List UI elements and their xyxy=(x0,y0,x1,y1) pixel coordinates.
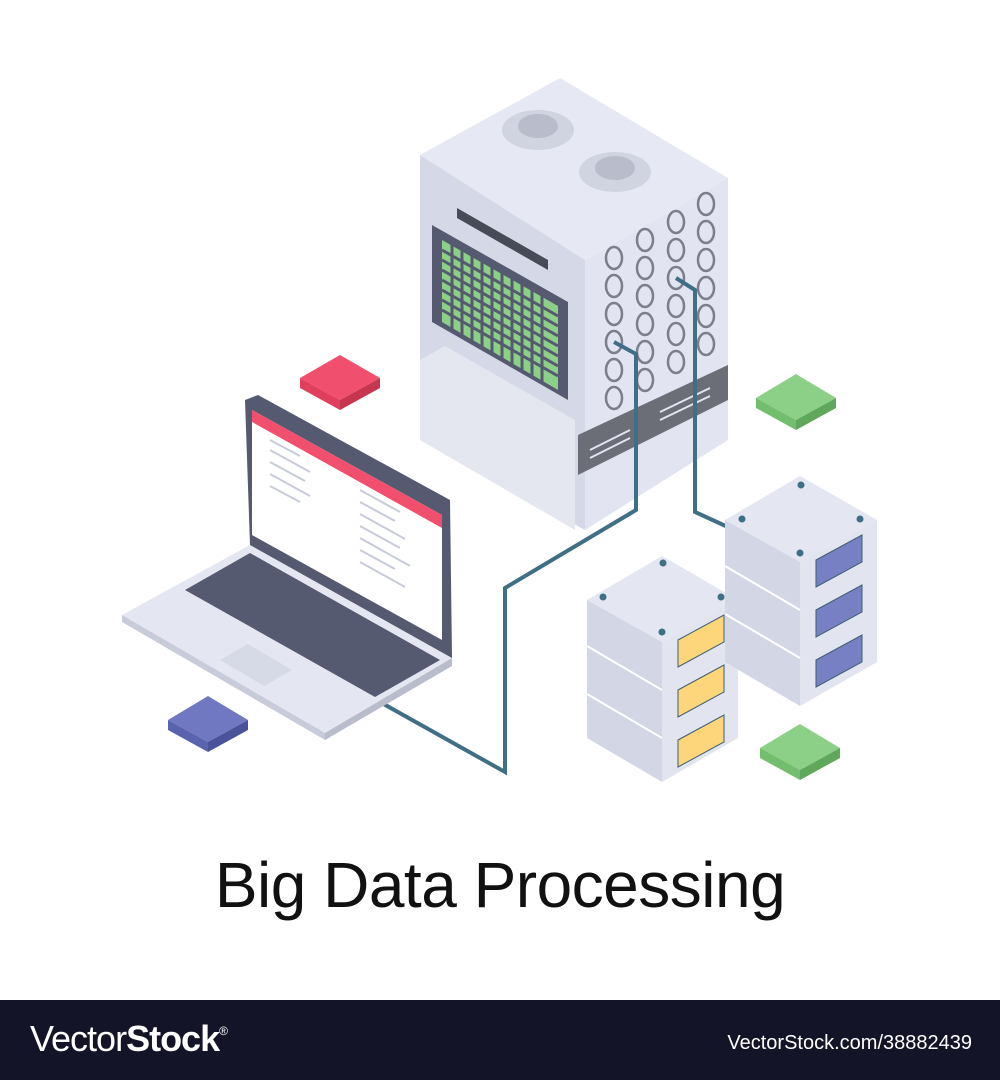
blue-tile-icon xyxy=(168,696,248,752)
laptop-icon xyxy=(122,395,452,740)
mainframe-server-icon xyxy=(420,78,728,530)
big-data-illustration xyxy=(122,78,877,782)
brand-light-text: Vector xyxy=(30,1018,127,1059)
vectorstock-logo[interactable]: VectorStock® xyxy=(30,1018,228,1060)
image-reference-link[interactable]: VectorStock.com/38882439 xyxy=(727,1032,972,1054)
illustration-title: Big Data Processing xyxy=(214,849,786,921)
red-tile-icon xyxy=(300,355,380,410)
brand-bold-text: Stock xyxy=(126,1018,220,1059)
registered-mark: ® xyxy=(219,1024,228,1038)
footer-bar: VectorStock® VectorStock.com/38882439 xyxy=(0,1000,1000,1080)
green-tile-icon xyxy=(756,374,836,430)
cable-icon xyxy=(379,276,731,776)
server-stack-blue-icon xyxy=(724,476,877,706)
server-stack-yellow-icon xyxy=(586,556,738,782)
green-tile-icon xyxy=(760,724,840,780)
